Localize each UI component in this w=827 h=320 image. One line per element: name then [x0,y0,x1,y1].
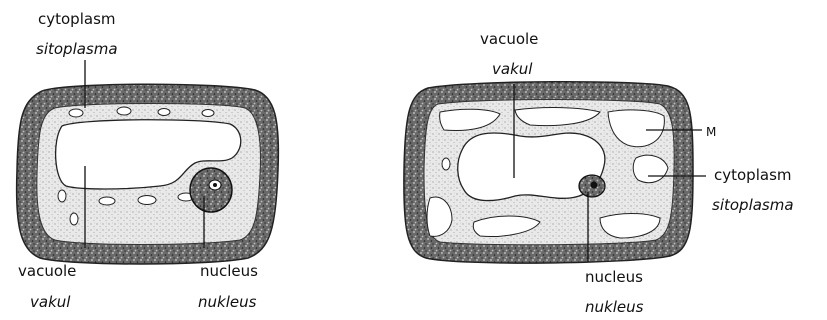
right-m-label: M [706,123,716,141]
left-cytoplasm-label: cytoplasm [38,10,116,28]
left-vacuole-label: vacuole [18,262,76,280]
right-vacuole-label: vacuole [480,30,538,48]
left-vacuole-label-ms: vakul [30,293,70,311]
left-vesicle [58,190,66,202]
left-vesicle [117,107,131,115]
right-cytoplasm-label-ms: sitoplasma [712,196,794,214]
right-cell [404,82,693,263]
right-nucleus-label-ms: nukleus [585,298,643,316]
left-vesicle [202,110,214,117]
left-cell [17,84,279,264]
left-vesicle [138,196,156,205]
left-vesicle [69,109,83,117]
left-vesicle [99,197,115,205]
right-nucleus-label: nucleus [585,268,643,286]
right-cytoplasm-label: cytoplasm [714,166,792,184]
left-nucleus-label-ms: nukleus [198,293,256,311]
left-vesicle [158,109,170,116]
right-vacuole-label-ms: vakul [492,60,532,78]
left-nucleus [190,168,232,212]
left-vesicle [70,213,78,225]
left-cytoplasm-label-ms: sitoplasma [36,40,118,58]
left-nucleus-label: nucleus [200,262,258,280]
right-vesicle [442,158,450,170]
